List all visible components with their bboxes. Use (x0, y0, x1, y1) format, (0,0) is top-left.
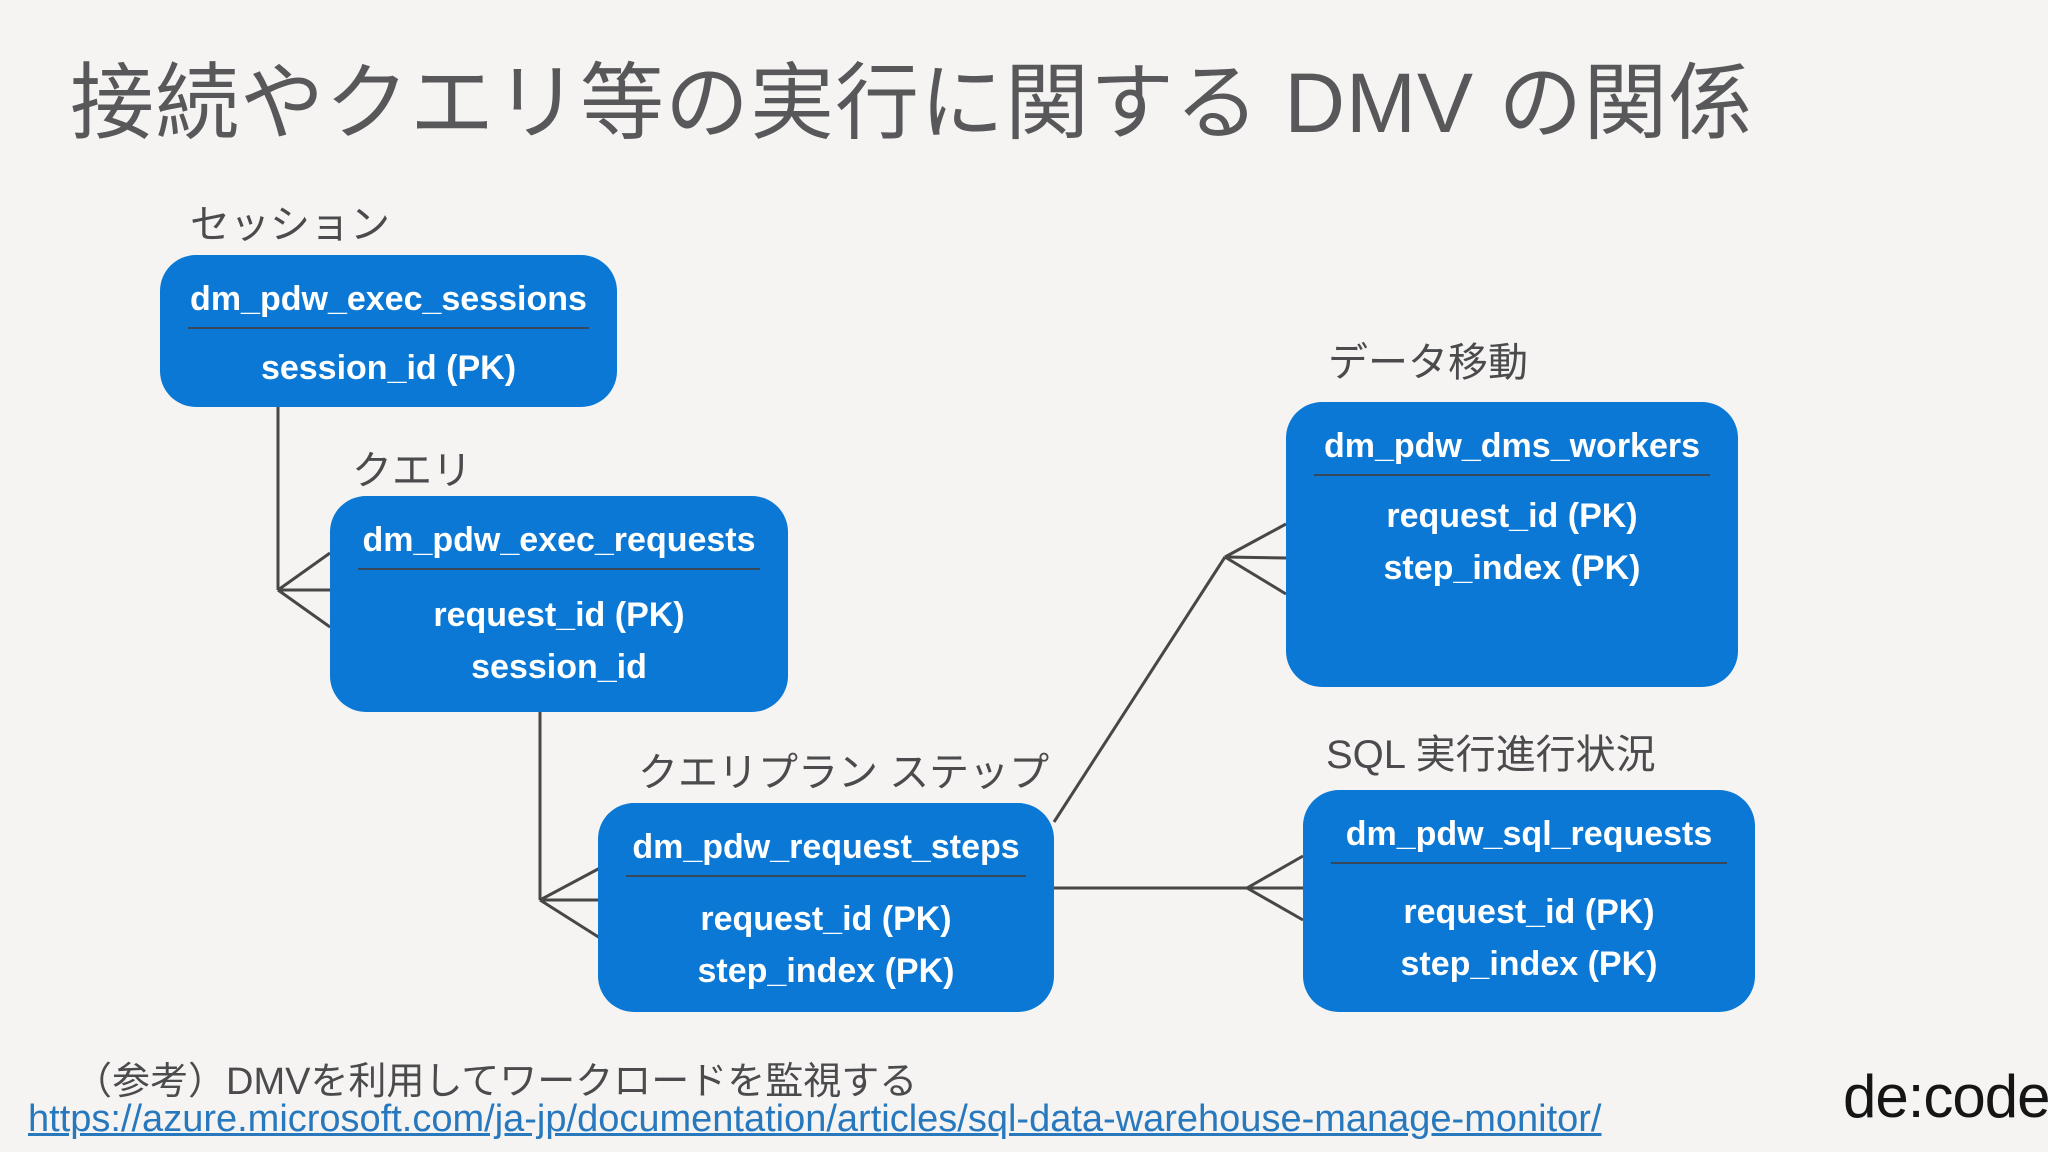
entity-dm-pdw-exec-sessions: dm_pdw_exec_sessions session_id (PK) (160, 255, 617, 407)
slide-title: 接続やクエリ等の実行に関する DMV の関係 (70, 56, 1754, 150)
entity-field: step_index (PK) (1400, 945, 1658, 983)
entity-table-name: dm_pdw_dms_workers (1323, 427, 1701, 465)
entity-dm-pdw-exec-requests: dm_pdw_exec_requests request_id (PK) ses… (330, 496, 788, 712)
entity-field: session_id (PK) (260, 349, 517, 387)
entity-divider (188, 327, 589, 329)
entity-dm-pdw-dms-workers: dm_pdw_dms_workers request_id (PK) step_… (1286, 402, 1738, 687)
crow-foot-icon (1224, 522, 1287, 596)
entity-divider (358, 568, 760, 570)
entity-table-name: dm_pdw_sql_requests (1345, 815, 1713, 853)
entity-label-steps: クエリプラン ステップ (638, 751, 1050, 795)
entity-table-name: dm_pdw_exec_requests (362, 521, 756, 559)
connector-steps-to-workers (1052, 522, 1287, 823)
entity-label-workers: データ移動 (1328, 341, 1528, 385)
entity-field: request_id (PK) (1403, 893, 1655, 931)
entity-divider (1314, 474, 1710, 476)
entity-field: request_id (PK) (1386, 497, 1638, 535)
entity-dm-pdw-sql-requests: dm_pdw_sql_requests request_id (PK) step… (1303, 790, 1755, 1012)
decode-logo: de:code (1843, 1063, 2048, 1130)
connector-sessions-to-requests (276, 407, 331, 629)
entity-field: request_id (PK) (700, 899, 952, 938)
entity-divider (1331, 862, 1727, 864)
entity-field: step_index (PK) (1383, 549, 1641, 587)
entity-table-name: dm_pdw_request_steps (632, 828, 1020, 866)
crow-foot-icon (539, 866, 601, 940)
footer-reference-link[interactable]: https://azure.microsoft.com/ja-jp/docume… (28, 1098, 1602, 1140)
entity-label-requests: クエリ (352, 449, 472, 493)
connector-requests-to-steps (538, 712, 601, 940)
footer-reference-note: （参考）DMVを利用してワークロードを監視する (74, 1061, 918, 1103)
connector-steps-to-sql (1054, 854, 1304, 922)
crow-foot-icon (277, 551, 331, 629)
entity-field: step_index (PK) (697, 951, 955, 990)
crow-foot-icon (1246, 854, 1304, 922)
entity-field: request_id (PK) (433, 596, 685, 634)
entity-table-name: dm_pdw_exec_sessions (190, 280, 587, 318)
entity-field: session_id (471, 648, 647, 686)
entity-label-sql: SQL 実行進行状況 (1326, 733, 1656, 777)
entity-label-sessions: セッション (190, 203, 390, 247)
entity-divider (626, 875, 1026, 877)
entity-dm-pdw-request-steps: dm_pdw_request_steps request_id (PK) ste… (598, 803, 1054, 1012)
